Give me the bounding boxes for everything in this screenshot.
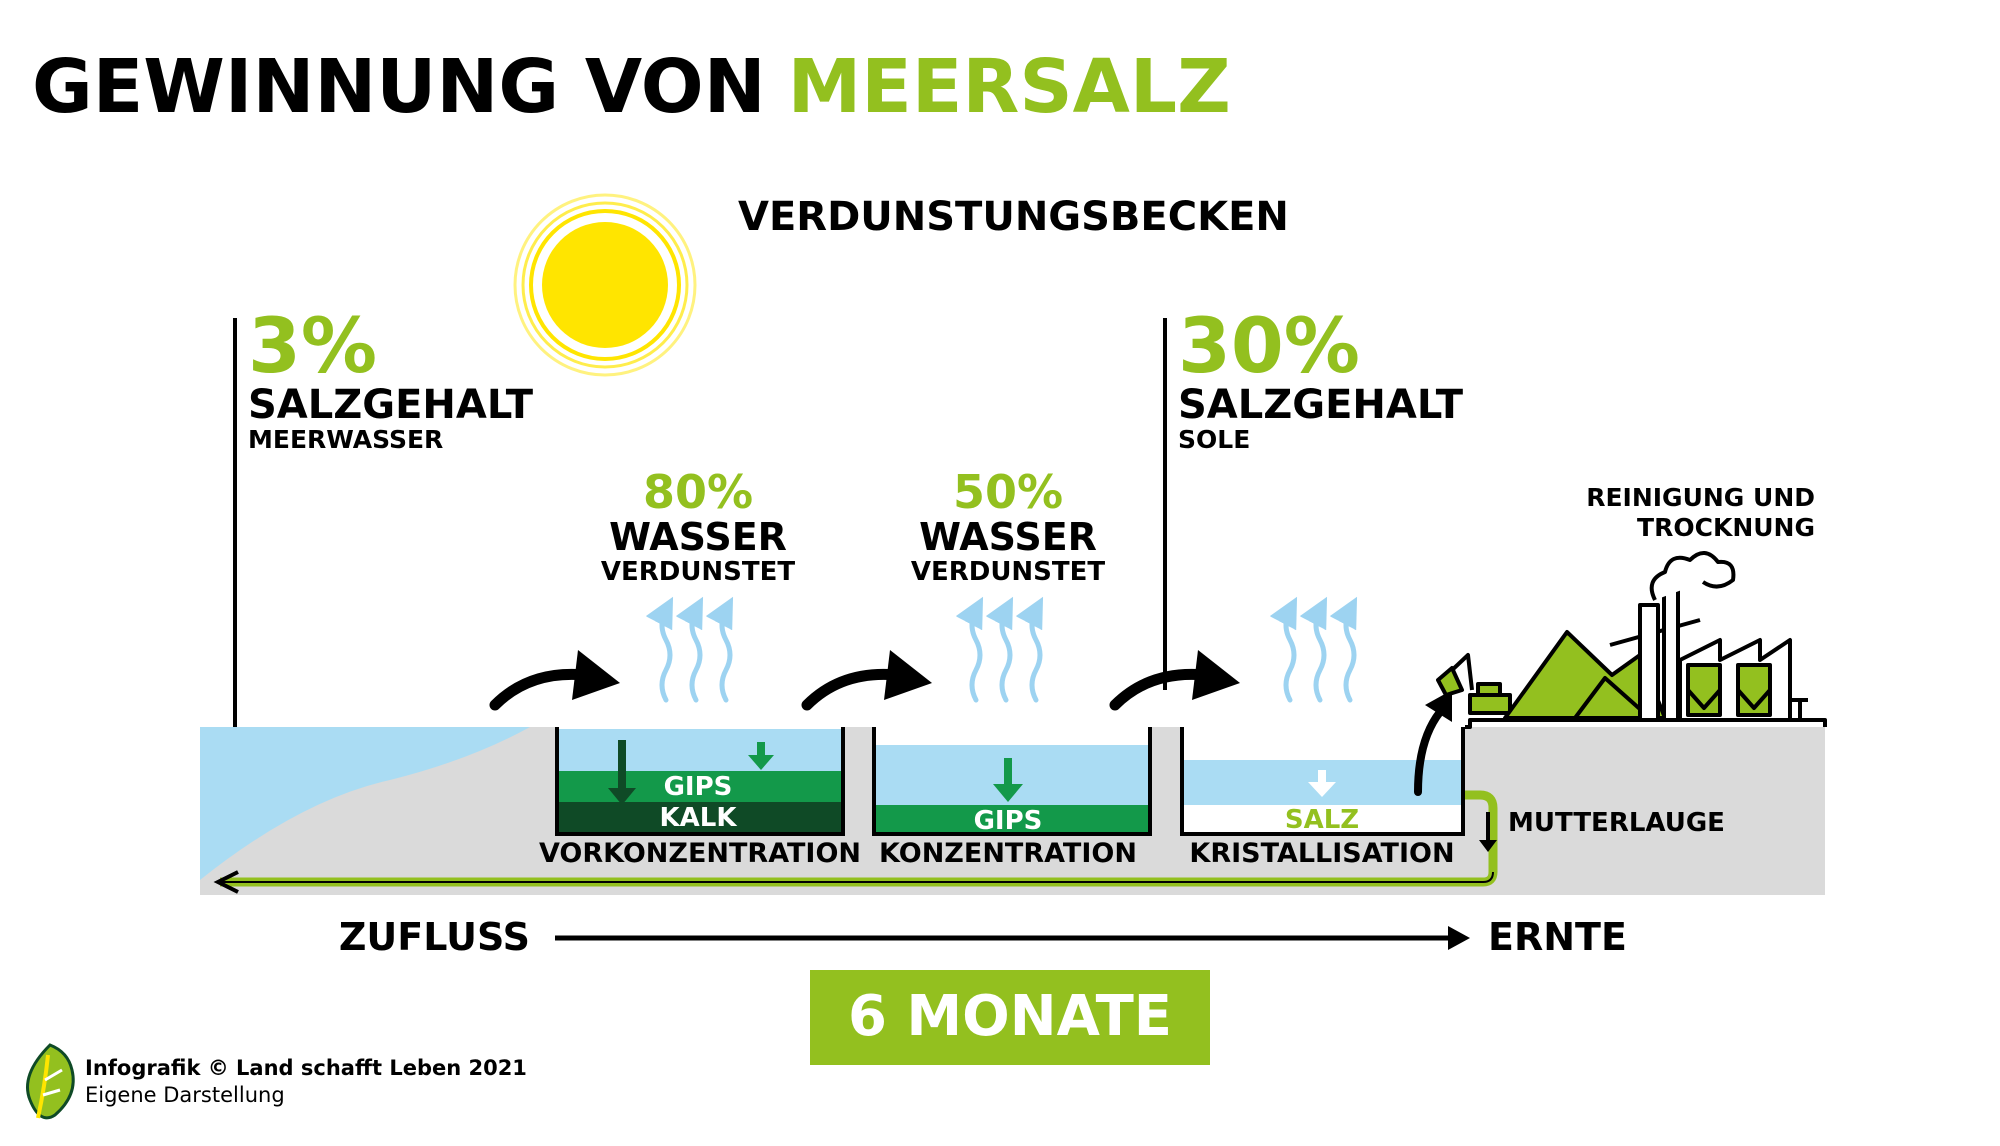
page-title: GEWINNUNG VON MEERSALZ xyxy=(32,44,1231,130)
mutterlauge-label: MUTTERLAUGE xyxy=(1508,808,1725,838)
duration-label: 6 MONATE xyxy=(848,984,1172,1049)
pond3-layer: SALZ xyxy=(1285,805,1359,835)
right-stat-label: SALZGEHALT xyxy=(1178,382,1464,428)
factory-label-line1: REINIGUNG UND xyxy=(1586,483,1815,512)
right-stat-sublabel: SOLE xyxy=(1178,425,1250,454)
pond1-name: VORKONZENTRATION xyxy=(539,838,861,869)
duration-box xyxy=(810,970,1210,1065)
steam-icon xyxy=(1269,596,1358,703)
timeline-arrow xyxy=(555,926,1470,950)
steam-icon xyxy=(645,596,734,703)
mutterlauge-arrow-icon xyxy=(1479,812,1497,852)
timeline-end: ERNTE xyxy=(1488,915,1627,959)
factory-icon xyxy=(1436,551,1827,729)
pond2-percent: 50% xyxy=(953,465,1063,519)
sediment-arrow-icon xyxy=(608,740,636,805)
leaf-logo-icon xyxy=(26,1043,75,1120)
harvest-arrow-icon xyxy=(1414,690,1452,796)
flow-arrow-icon xyxy=(489,650,620,711)
title-part2: MEERSALZ xyxy=(788,44,1231,130)
factory-label-line2: TROCKNUNG xyxy=(1637,513,1815,542)
pond2-sublabel: VERDUNSTET xyxy=(911,557,1106,587)
pond1-label: WASSER xyxy=(609,515,787,559)
steam-icon xyxy=(955,596,1044,703)
sea xyxy=(200,727,530,880)
left-stat-label: SALZGEHALT xyxy=(248,382,534,428)
flow-arrow-icon xyxy=(1109,650,1240,711)
pond1-layer-bottom: KALK xyxy=(660,803,738,833)
right-stat-value: 30% xyxy=(1178,301,1360,390)
title-part1: GEWINNUNG VON xyxy=(32,44,766,130)
pond1-layer-top: GIPS xyxy=(664,772,733,802)
left-stat-value: 3% xyxy=(248,301,377,390)
pond1-sublabel: VERDUNSTET xyxy=(601,557,796,587)
sediment-arrow-icon xyxy=(993,758,1023,802)
pond2-layer: GIPS xyxy=(974,806,1043,836)
flow-arrow-icon xyxy=(801,650,932,711)
section-heading: VERDUNSTUNGSBECKEN xyxy=(738,194,1289,240)
timeline-start: ZUFLUSS xyxy=(339,915,530,959)
pond1-percent: 80% xyxy=(643,465,753,519)
sediment-arrow-icon xyxy=(1308,770,1336,797)
left-stat-sublabel: MEERWASSER xyxy=(248,425,443,454)
sediment-arrow-icon xyxy=(748,742,774,770)
pond2-label: WASSER xyxy=(919,515,1097,559)
credit-line1: Infografik © Land schafft Leben 2021 xyxy=(85,1056,527,1080)
pond3-name: KRISTALLISATION xyxy=(1189,838,1454,869)
pond-vorkonzentration xyxy=(555,727,845,836)
pond2-name: KONZENTRATION xyxy=(879,838,1137,869)
sun-icon xyxy=(513,193,697,377)
credit-line2: Eigene Darstellung xyxy=(85,1083,285,1107)
